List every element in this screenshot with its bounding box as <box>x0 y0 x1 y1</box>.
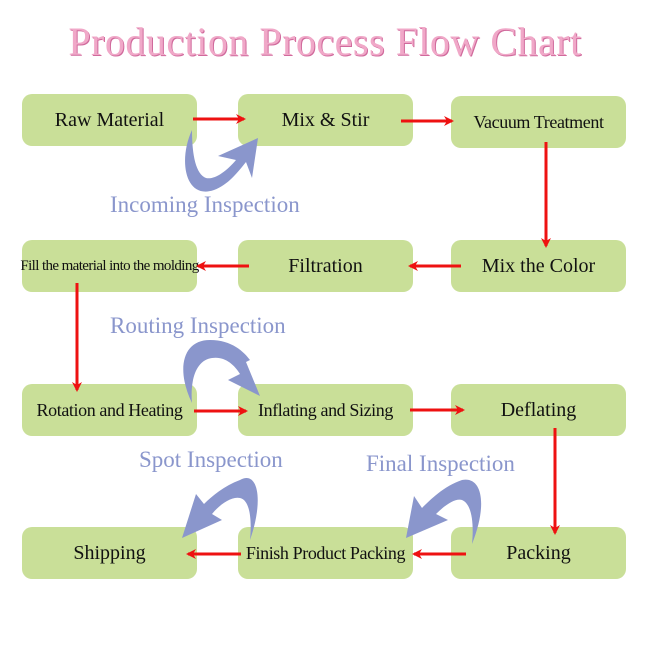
step-mix-color: Mix the Color <box>451 240 626 292</box>
label-final-inspection: Final Inspection <box>366 451 515 476</box>
page-title: Production Process Flow Chart <box>68 19 582 64</box>
step-vacuum-treatment: Vacuum Treatment <box>451 96 626 148</box>
step-fill-molding: Fill the material into the molding <box>20 240 199 292</box>
step-deflating: Deflating <box>451 384 626 436</box>
incoming-inspection-arrow-icon <box>185 130 258 192</box>
step-finish-packing: Finish Product Packing <box>238 527 413 579</box>
label-routing-inspection: Routing Inspection <box>110 313 286 338</box>
step-inflating-sizing: Inflating and Sizing <box>238 384 413 436</box>
step-rotation-heating: Rotation and Heating <box>22 384 197 436</box>
label-incoming-inspection: Incoming Inspection <box>110 192 300 217</box>
routing-inspection-arrow-icon <box>183 340 260 403</box>
step-packing: Packing <box>451 527 626 579</box>
step-mix-stir: Mix & Stir <box>238 94 413 146</box>
step-filtration: Filtration <box>238 240 413 292</box>
label-spot-inspection: Spot Inspection <box>139 447 283 472</box>
step-shipping: Shipping <box>22 527 197 579</box>
spot-inspection-arrow-icon <box>182 478 258 540</box>
final-inspection-arrow-icon <box>406 479 482 544</box>
step-raw-material: Raw Material <box>22 94 197 146</box>
